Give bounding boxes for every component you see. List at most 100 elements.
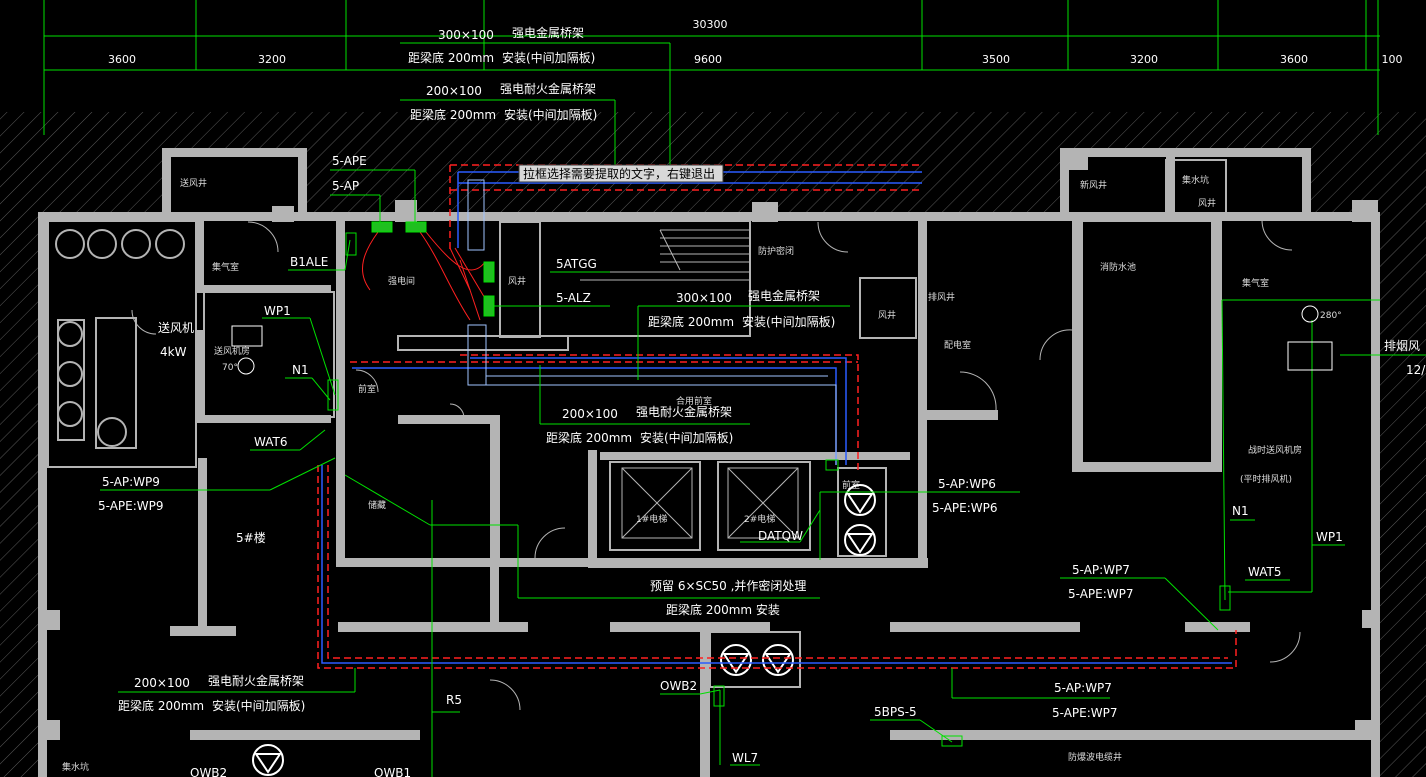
tray-height: 距梁底 200mm [410, 107, 496, 122]
room-label: 送风井 [180, 177, 207, 189]
label-wat5: WAT5 [1248, 565, 1281, 579]
room-label: 排风井 [928, 291, 955, 303]
label-5-alz: 5-ALZ [556, 291, 591, 305]
room-label: 集气室 [1242, 277, 1269, 289]
label-ape-wp9: 5-APE:WP9 [98, 499, 164, 513]
label-temp-280: 280° [1320, 311, 1342, 321]
room-label: (平时排风机) [1240, 473, 1292, 485]
doors [131, 219, 1301, 711]
label-exhaust: 排烟风 [1384, 339, 1420, 353]
selection-tooltip: 拉框选择需要提取的文字，右键退出 [518, 164, 724, 183]
room-label: 消防水池 [1100, 261, 1136, 273]
label-datqw: DATQW [758, 529, 803, 543]
tray-install: 安装(中间加隔板) [212, 698, 305, 713]
room-label: 防爆波电缆井 [1068, 751, 1122, 763]
tray-type: 强电金属桥架 [748, 288, 820, 303]
tray-install: 安装(中间加隔板) [640, 430, 733, 445]
tray-type: 强电耐火金属桥架 [636, 404, 732, 419]
room-label: 1#电梯 [636, 513, 667, 525]
label-fan-name: 送风机 [158, 320, 194, 335]
tray-height: 距梁底 200mm [546, 430, 632, 445]
tray-spec: 300×100 [438, 28, 494, 42]
label-ap-wp7b: 5-AP:WP7 [1054, 681, 1112, 695]
stairs [580, 229, 750, 281]
label-prealloc-h: 距梁底 200mm 安装 [666, 602, 780, 617]
label-prealloc: 预留 6×SC50 ,并作密闭处理 [650, 578, 806, 593]
room-label: 送风机房 [214, 345, 250, 357]
room-label: 风井 [1198, 197, 1216, 209]
room-label: 风井 [878, 309, 896, 321]
tray-height: 距梁底 200mm [408, 50, 494, 65]
tray-spec: 300×100 [676, 291, 732, 305]
label-5-ape: 5-APE [332, 154, 367, 168]
label-temp-70: 70° [222, 363, 238, 373]
label-ap-wp7a: 5-AP:WP7 [1072, 563, 1130, 577]
room-label: 风井 [508, 275, 526, 287]
elevator-boxes [621, 467, 799, 539]
dim-span: 3500 [982, 53, 1010, 66]
room-label: 新风井 [1080, 179, 1107, 191]
fan-symbols [252, 484, 876, 776]
label-ape-wp7a: 5-APE:WP7 [1068, 587, 1134, 601]
tray-install: 安装(中间加隔板) [502, 50, 595, 65]
label-wat6: WAT6 [254, 435, 287, 449]
label-fan-power: 4kW [160, 345, 187, 359]
label-owb2b: OWB2 [190, 766, 227, 777]
label-owb1: OWB1 [374, 766, 411, 777]
room-label: 集气室 [212, 261, 239, 273]
tray-spec: 200×100 [134, 676, 190, 690]
room-label: 集水坑 [62, 761, 89, 773]
tray-height: 距梁底 200mm [118, 698, 204, 713]
label-ape-wp6: 5-APE:WP6 [932, 501, 998, 515]
room-label: 2#电梯 [744, 513, 775, 525]
room-label: 前室 [842, 479, 860, 491]
label-r5: R5 [446, 693, 462, 707]
earth-hatch [0, 112, 1426, 777]
dim-span: 3600 [108, 53, 136, 66]
label-wl7: WL7 [732, 751, 758, 765]
room-outlines [47, 159, 1227, 688]
equipment-circles [55, 229, 185, 449]
tray-annotations: 300×100 强电金属桥架 距梁底 200mm 安装(中间加隔板) 200×1… [118, 25, 835, 713]
equipment-labels: 5-APE 5-AP B1ALE 5ATGG 5-ALZ WP1 送风机 4kW… [98, 154, 1426, 777]
axis-grid [43, 0, 1380, 135]
tray-type: 强电耐火金属桥架 [500, 81, 596, 96]
room-label: 强电间 [388, 275, 415, 287]
label-ape-wp7b: 5-APE:WP7 [1052, 706, 1118, 720]
walls [38, 148, 1380, 777]
label-5atgg: 5ATGG [556, 257, 597, 271]
label-exhaust2: 12/ [1406, 363, 1426, 377]
dim-span: 3600 [1280, 53, 1308, 66]
dim-span: 9600 [694, 53, 722, 66]
label-owb2: OWB2 [660, 679, 697, 693]
label-n1-right: N1 [1232, 504, 1249, 518]
tray-type: 强电金属桥架 [512, 25, 584, 40]
room-label: 防护密闭 [758, 245, 794, 257]
label-wp1-left: WP1 [264, 304, 291, 318]
room-label: 集水坑 [1182, 174, 1209, 186]
tray-spec: 200×100 [562, 407, 618, 421]
room-label: 战时送风机房 [1248, 444, 1302, 456]
red-wiring [362, 231, 487, 321]
label-building: 5#楼 [236, 530, 266, 545]
tray-type: 强电耐火金属桥架 [208, 673, 304, 688]
room-label: 配电室 [944, 339, 971, 351]
dim-span: 3200 [1130, 53, 1158, 66]
label-5bps-5: 5BPS-5 [874, 705, 917, 719]
tooltip-text: 拉框选择需要提取的文字，右键退出 [523, 166, 715, 181]
room-label: 储藏 [368, 499, 386, 511]
dim-span: 3200 [258, 53, 286, 66]
tray-install: 安装(中间加隔板) [504, 107, 597, 122]
dim-span: 100 [1382, 53, 1403, 66]
room-label: 合用前室 [676, 395, 712, 407]
dim-spans: 3600 3200 9600 3500 3200 3600 100 [108, 53, 1403, 66]
label-ap-wp6: 5-AP:WP6 [938, 477, 996, 491]
label-n1-left: N1 [292, 363, 309, 377]
label-wp1-right: WP1 [1316, 530, 1343, 544]
tray-install: 安装(中间加隔板) [742, 314, 835, 329]
label-5-ap: 5-AP [332, 179, 359, 193]
tray-spec: 200×100 [426, 84, 482, 98]
room-labels: 送风井 集气室 送风机房 强电间 风井 前室 合用前室 储藏 1#电梯 2#电梯… [62, 174, 1302, 773]
cable-tray-outline [467, 179, 837, 465]
